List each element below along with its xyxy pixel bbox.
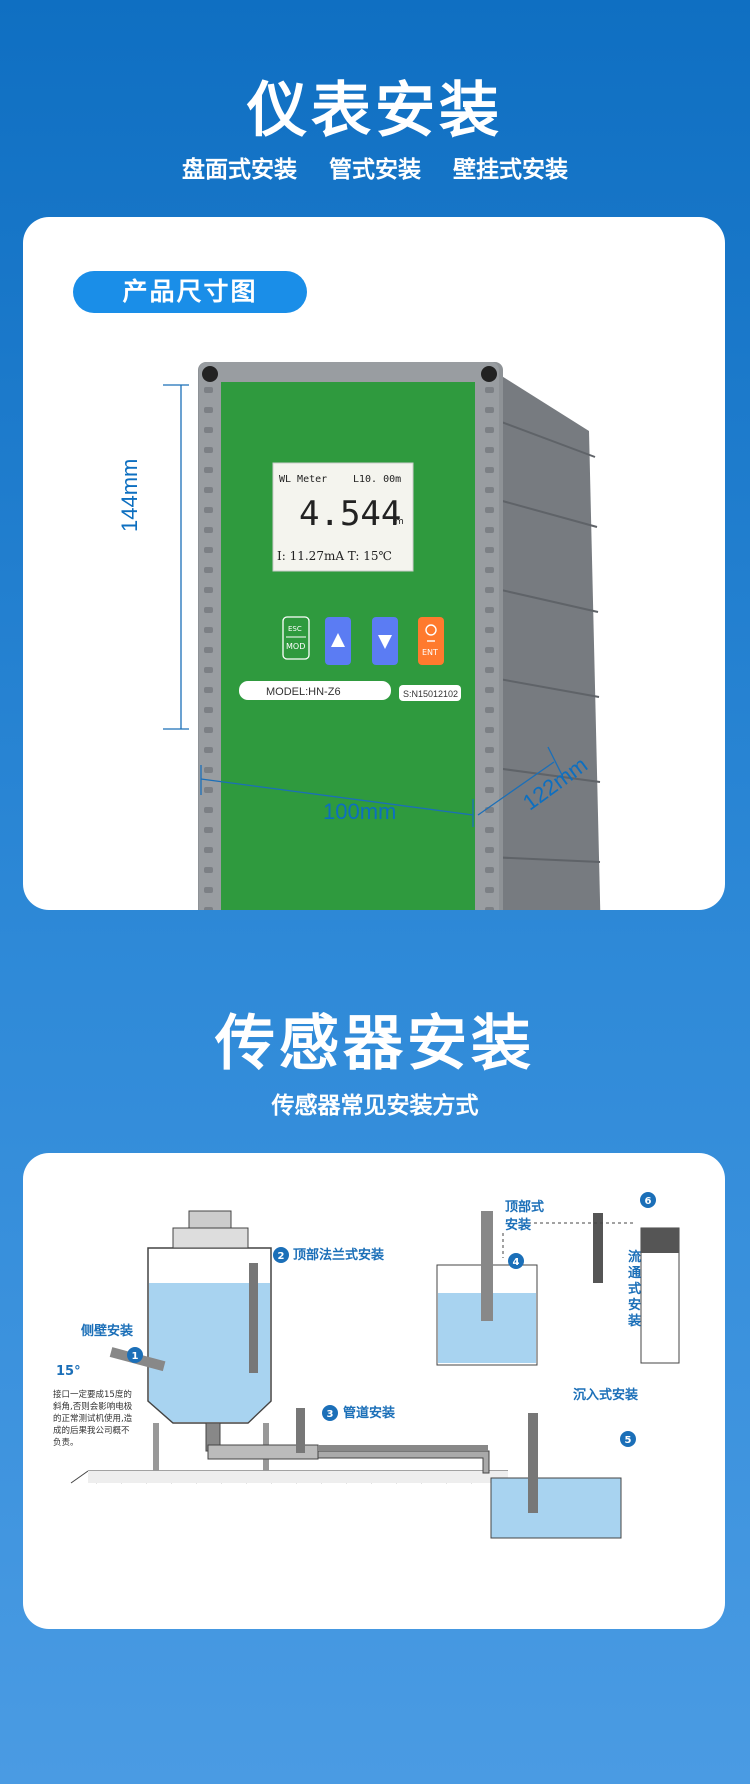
lcd-bottom-readout: I: 11.27mA T: 15℃ [277, 549, 392, 563]
svg-text:6: 6 [645, 1196, 652, 1207]
probe-pipe [296, 1408, 305, 1453]
lcd-range: L10. 00m [353, 474, 401, 485]
screw-icon [481, 366, 497, 382]
svg-text:流: 流 [628, 1249, 641, 1265]
badge-5 [620, 1431, 636, 1447]
section2-subtitle: 传感器常见安装方式 [271, 1093, 479, 1119]
serial-plate [399, 685, 461, 701]
svg-text:斜角,否则会影响电极: 斜角,否则会影响电极 [53, 1401, 133, 1412]
serial-text: S:N15012102 [403, 689, 458, 699]
badge-1 [127, 1347, 143, 1363]
section2-title: 传感器安装 [215, 1009, 535, 1079]
dimension-pill: 产品尺寸图 [73, 271, 307, 313]
down-arrow-icon [378, 635, 392, 649]
badge-6 [640, 1192, 656, 1208]
badge-2 [273, 1247, 289, 1263]
up-arrow-icon [331, 633, 345, 647]
device-dimension-drawing: WL Meter L10. 00m 4.544 m I: 11.27mA T: … [163, 362, 601, 910]
badge-4 [508, 1253, 524, 1269]
probe-top-flange [249, 1263, 258, 1373]
model-text: MODEL:HN-Z6 [266, 686, 341, 698]
svg-text:1: 1 [132, 1351, 139, 1362]
svg-text:5: 5 [625, 1435, 632, 1446]
label-top-line2: 安装 [505, 1217, 531, 1233]
section1-title: 仪表安装 [247, 76, 503, 146]
subtitle-wall-mount: 壁挂式安装 [453, 157, 569, 183]
label-flow: 流 通 式 安 装 [627, 1249, 641, 1329]
svg-text:ESC: ESC [288, 625, 302, 633]
label-top-line1: 顶部式 [505, 1199, 544, 1215]
svg-text:MOD: MOD [286, 642, 305, 651]
svg-text:负责。: 负责。 [53, 1437, 79, 1448]
svg-text:4: 4 [513, 1257, 520, 1268]
bulb-icon [425, 624, 437, 636]
dimension-width: 100mm [323, 799, 397, 824]
installation-card: 1 2 3 4 5 6 侧壁安装 顶部法兰式安装 管道安装 沉入式安装 15° … [23, 1153, 725, 1629]
ground-fill [88, 1471, 508, 1483]
pool [490, 1477, 622, 1539]
section1-subtitles: 盘面式安装 管式安装 壁挂式安装 [0, 150, 750, 184]
svg-text:通: 通 [628, 1265, 641, 1281]
svg-text:式: 式 [628, 1281, 641, 1297]
housing-side [481, 363, 601, 910]
lcd-unit: m [395, 517, 404, 527]
lcd-title: WL Meter [279, 474, 327, 485]
label-top-flange: 顶部法兰式安装 [293, 1247, 384, 1263]
probe-submerged [528, 1413, 538, 1513]
label-side-wall: 侧壁安装 [81, 1323, 133, 1339]
label-submerged: 沉入式安装 [573, 1387, 638, 1403]
warning-note: 接口一定要成15度的 斜角,否则会影响电极 的正常测试机使用,造 成的后果我公司… [53, 1389, 133, 1448]
svg-text:成的后果我公司概不: 成的后果我公司概不 [53, 1425, 130, 1436]
svg-text:3: 3 [327, 1409, 334, 1420]
model-plate [239, 681, 391, 700]
dimension-height: 144mm [117, 458, 142, 532]
lcd-screen [272, 462, 414, 572]
badge-3 [322, 1405, 338, 1421]
lcd-value: 4.544 [299, 494, 401, 534]
screw-icon [202, 366, 218, 382]
esc-mod-button [282, 616, 310, 660]
svg-text:ENT: ENT [422, 648, 438, 657]
svg-text:的正常测试机使用,造: 的正常测试机使用,造 [53, 1413, 133, 1424]
svg-text:安: 安 [628, 1297, 641, 1313]
installation-diagram: 1 2 3 4 5 6 侧壁安装 顶部法兰式安装 管道安装 沉入式安装 15° … [53, 1192, 680, 1539]
svg-text:2: 2 [278, 1251, 285, 1262]
label-pipe: 管道安装 [343, 1405, 395, 1421]
svg-text:接口一定要成15度的: 接口一定要成15度的 [53, 1389, 132, 1400]
subtitle-panel-mount: 盘面式安装 [181, 157, 297, 183]
subtitle-pipe-mount: 管式安装 [329, 157, 421, 183]
dimension-card: 产品尺寸图 [23, 217, 725, 910]
label-angle: 15° [56, 1364, 81, 1379]
svg-text:装: 装 [627, 1313, 641, 1329]
